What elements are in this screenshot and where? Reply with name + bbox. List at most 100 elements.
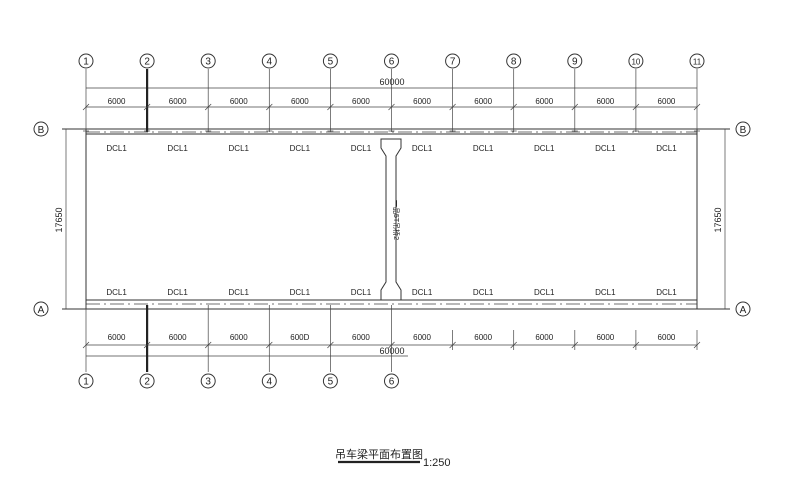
bay-dimension-top: 6000 (169, 97, 187, 106)
dim-tick (82, 341, 90, 349)
beam-label-top: DCL1 (595, 144, 616, 153)
bottom-total-dimension: 60000 (379, 346, 404, 356)
axis-label-top: 1 (83, 57, 89, 68)
dim-tick (266, 341, 273, 349)
axis-label-top: 9 (572, 57, 578, 68)
bay-dimension-top: 6000 (413, 97, 431, 106)
beam-label-bottom: DCL1 (167, 288, 188, 297)
bay-dimension-top: 6000 (352, 97, 370, 106)
bay-dimension-top: 6000 (291, 97, 309, 106)
bay-dimension-bottom: 6000 (596, 333, 614, 342)
axis-bubble-top (689, 53, 705, 69)
top-total-dimension: 60000 (379, 77, 404, 87)
dim-tick (143, 341, 151, 349)
bay-dimension-top: 6000 (230, 97, 248, 106)
bay-dimension-bottom: 600D (290, 333, 309, 342)
bay-dimension-bottom: 6000 (413, 333, 431, 342)
beam-label-top: DCL1 (412, 144, 433, 153)
dim-tick (204, 341, 212, 349)
beam-label-top: DCL1 (351, 144, 372, 153)
beam-labels: DCL1DCL1DCL1DCL1DCL1DCL1DCL1DCL1DCL1DCL1… (106, 144, 677, 297)
row-bubble-b-right (735, 121, 751, 137)
dim-tick (632, 341, 640, 349)
dim-tick (327, 341, 334, 349)
bay-dimension-top: 6000 (658, 97, 676, 106)
dimension-labels: 6000 6000 6000 6000 6000 6000 6000 600D 6000 6000… (82, 97, 701, 349)
axis-bubble-bottom (384, 373, 399, 389)
beam-label-bottom: DCL1 (229, 288, 250, 297)
span-dimension-right: 17650 (713, 207, 723, 232)
bay-dimension-bottom: 6000 (658, 333, 676, 342)
axis-bubble-top (78, 53, 94, 69)
axis-label-top: 3 (205, 57, 211, 68)
row-bubble-a-right (735, 301, 751, 317)
axis-label-bottom: 4 (267, 377, 273, 388)
axis-label-top: 4 (267, 57, 273, 68)
beam-label-top: DCL1 (534, 144, 555, 153)
beam-label-bottom: DCL1 (595, 288, 616, 297)
row-label-a-right: A (740, 305, 747, 316)
axis-label-bottom: 5 (328, 377, 334, 388)
row-label-b-left: B (38, 125, 45, 136)
beam-label-top: DCL1 (473, 144, 494, 153)
axis-label-top: 2 (144, 57, 150, 68)
axis-label-top: 8 (511, 57, 517, 68)
row-label-a-left: A (38, 305, 45, 316)
axis-label-top: 7 (450, 57, 456, 68)
dim-tick (388, 103, 395, 111)
beam-label-top: DCL1 (290, 144, 311, 153)
axis-bubble-top (628, 53, 644, 69)
dim-tick (693, 341, 701, 349)
axis-bubble-top (261, 53, 277, 69)
bay-dimension-top: 6000 (596, 97, 614, 106)
axis-label-top: 10 (631, 58, 640, 67)
axis-bubble-top (506, 53, 522, 69)
axis-label-top: 5 (328, 57, 334, 68)
axis-bubble-bottom (78, 373, 94, 389)
axis-label-bottom: 3 (205, 377, 211, 388)
dim-tick (510, 103, 517, 111)
dim-tick (388, 341, 395, 349)
beam-label-bottom: DCL1 (534, 288, 555, 297)
axis-label-top: 11 (693, 58, 702, 67)
axis-label-top: 6 (389, 57, 395, 68)
axis-bubble-top (322, 53, 338, 69)
span-dimension-left: 17650 (54, 207, 64, 232)
dim-tick (143, 103, 151, 111)
axis-bubble-top (445, 53, 461, 69)
axis-bubble-top (567, 53, 583, 69)
bay-dimension-top: 6000 (535, 97, 553, 106)
row-bubble-b-left (33, 121, 49, 137)
axis-bubble-bottom (200, 373, 216, 389)
axis-label-bottom: 6 (389, 377, 395, 388)
dim-tick (82, 103, 90, 111)
bay-dimension-top: 6000 (474, 97, 492, 106)
dim-tick (204, 103, 212, 111)
beam-label-top: DCL1 (656, 144, 677, 153)
bay-dimension-bottom: 6000 (474, 333, 492, 342)
bay-dimension-bottom: 6000 (352, 333, 370, 342)
axis-bubble-bottom (139, 373, 155, 389)
drawing-title: 吊车梁平面布置图 (335, 447, 423, 461)
dim-tick (693, 103, 701, 111)
axis-bubble-top (139, 53, 155, 69)
axis-label-bottom: 2 (144, 377, 150, 388)
drawing-scale: 1:250 (423, 457, 451, 469)
beam-label-top: DCL1 (229, 144, 250, 153)
beam-label-bottom: DCL1 (351, 288, 372, 297)
bay-dimension-bottom: 6000 (108, 333, 126, 342)
bay-dimension-bottom: 6000 (535, 333, 553, 342)
beam-label-bottom: DCL1 (656, 288, 677, 297)
row-label-b-right: B (740, 125, 747, 136)
beam-label-bottom: DCL1 (412, 288, 433, 297)
axis-label-bottom: 1 (83, 377, 89, 388)
dim-tick (266, 103, 273, 111)
axis-bubble-top (384, 53, 399, 69)
dim-tick (571, 341, 579, 349)
bay-dimension-bottom: 6000 (169, 333, 187, 342)
crane-bridge-label: 一品5T吊桥2 (392, 200, 401, 240)
dim-tick (449, 103, 456, 111)
beam-label-top: DCL1 (167, 144, 188, 153)
beam-label-top: DCL1 (106, 144, 127, 153)
